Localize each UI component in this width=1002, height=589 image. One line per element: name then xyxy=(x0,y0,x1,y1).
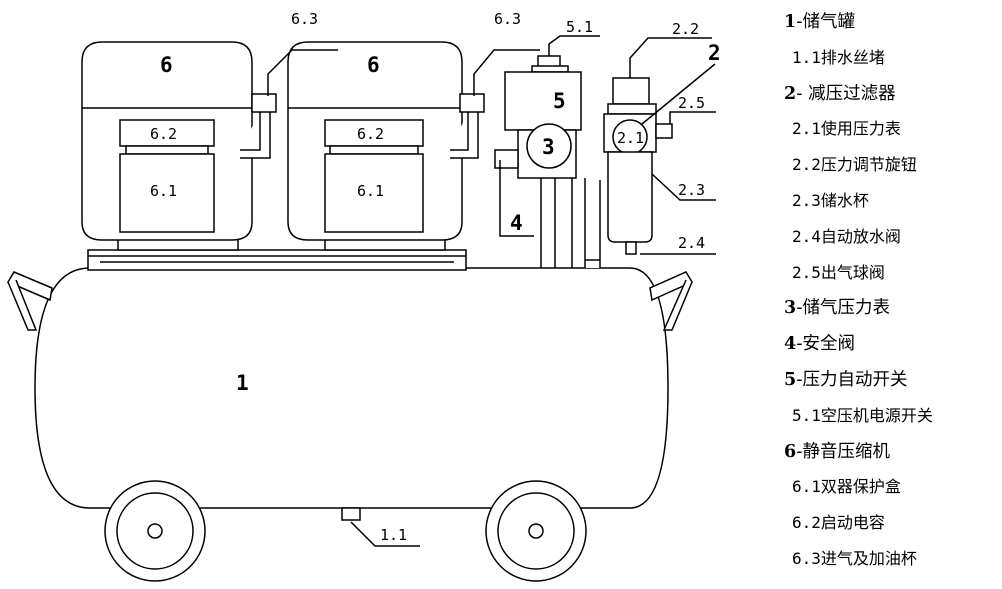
legend-item: 2.4自动放水阀 xyxy=(792,223,901,247)
legend-number: 2.3 xyxy=(792,191,821,210)
legend-item: 6.3进气及加油杯 xyxy=(792,545,917,569)
protector-a-label: 6.1 xyxy=(150,182,177,200)
legend-separator: - xyxy=(796,370,803,390)
legend-text: 压力自动开关 xyxy=(802,370,908,390)
legend-number: 6.1 xyxy=(792,477,821,497)
tank-pressure-gauge xyxy=(526,123,572,169)
legend-number: 6.3 xyxy=(792,549,821,568)
legend-number: 2.1 xyxy=(792,119,821,139)
legend-item: 2.2压力调节旋钮 xyxy=(792,151,917,175)
legend-text: 启动电容 xyxy=(820,513,885,533)
legend-item: 3-储气压力表 xyxy=(784,294,890,319)
legend-text: 使用压力表 xyxy=(820,119,901,139)
legend-text: 储气罐 xyxy=(802,12,856,32)
protector-b-label: 6.1 xyxy=(357,182,384,200)
compressor-b-label: 6 xyxy=(367,53,380,77)
legend-number: 5 xyxy=(784,370,797,390)
compressor-a-oil-cup xyxy=(251,93,277,113)
tank-label: 1 xyxy=(236,371,249,395)
legend-text: 储水杯 xyxy=(820,191,869,210)
water-cup xyxy=(607,151,653,243)
legend-separator: - xyxy=(796,12,803,32)
legend-item: 2.3储水杯 xyxy=(792,187,869,211)
callout-6-3-b: 6.3 xyxy=(494,10,521,28)
legend-separator: - xyxy=(796,441,803,462)
right-handle-bar xyxy=(662,279,693,331)
callout-2-5: 2.5 xyxy=(678,94,705,112)
legend-text: 压力调节旋钮 xyxy=(820,155,917,175)
legend-text: 自动放水阀 xyxy=(820,226,901,246)
legend-item: 2- 减压过滤器 xyxy=(784,80,896,105)
outlet-ball-valve xyxy=(655,123,673,139)
legend-item: 4-安全阀 xyxy=(784,330,855,355)
legend-number: 2.4 xyxy=(792,226,821,246)
tank-body xyxy=(34,267,669,509)
legend-item: 1.1排水丝堵 xyxy=(792,44,885,68)
legend-separator: - xyxy=(796,334,803,355)
pressure-switch-label: 5 xyxy=(553,89,566,113)
legend-text: 减压过滤器 xyxy=(808,83,896,104)
legend-number: 1.1 xyxy=(792,47,821,67)
capacitor-b-label: 6.2 xyxy=(357,125,384,143)
tank-gauge-label: 3 xyxy=(542,135,555,159)
pressure-switch-box xyxy=(504,71,582,131)
compressor-b-capacitor xyxy=(324,119,424,147)
left-handle xyxy=(6,271,53,302)
regulator-knob xyxy=(612,77,650,105)
legend-text: 出气球阀 xyxy=(820,262,885,282)
compressor-a-capacitor xyxy=(119,119,215,147)
compressor-a-protector xyxy=(119,153,215,233)
legend-number: 6.2 xyxy=(792,513,821,533)
safety-valve-body xyxy=(494,149,519,169)
legend-number: 2.2 xyxy=(792,155,821,175)
legend-text: 空压机电源开关 xyxy=(820,405,933,425)
legend-number: 1 xyxy=(784,12,797,32)
legend-item: 6-静音压缩机 xyxy=(784,438,890,463)
callout-2-2: 2.2 xyxy=(672,20,699,38)
auto-drain xyxy=(625,241,637,255)
pipes xyxy=(540,178,601,268)
legend-number: 2 xyxy=(784,83,797,104)
callout-1-1: 1.1 xyxy=(380,526,407,544)
right-handle xyxy=(649,271,694,302)
legend-item: 2.5出气球阀 xyxy=(792,259,885,283)
legend-item: 5-压力自动开关 xyxy=(784,366,908,391)
legend-number: 5.1 xyxy=(792,405,821,425)
callout-6-3-a: 6.3 xyxy=(291,10,318,28)
callout-2-4: 2.4 xyxy=(678,234,705,252)
compressor-a-label: 6 xyxy=(160,53,173,77)
legend-separator: - xyxy=(796,83,809,104)
legend-item: 2.1使用压力表 xyxy=(792,115,901,139)
legend-item: 1-储气罐 xyxy=(784,8,855,33)
legend-text: 静音压缩机 xyxy=(802,441,891,462)
safety-valve-label: 4 xyxy=(510,211,523,235)
working-gauge-label: 2.1 xyxy=(617,129,644,147)
legend-text: 进气及加油杯 xyxy=(820,549,917,568)
legend-number: 3 xyxy=(784,298,797,319)
legend-number: 4 xyxy=(784,334,797,355)
legend-number: 6 xyxy=(784,441,797,462)
compressor-b-protector xyxy=(324,153,424,233)
callout-5-1: 5.1 xyxy=(566,18,593,36)
legend-text: 储气压力表 xyxy=(802,298,891,319)
legend-text: 安全阀 xyxy=(802,334,856,355)
legend-item: 5.1空压机电源开关 xyxy=(792,402,933,426)
callout-2: 2 xyxy=(708,41,721,65)
callout-2-3: 2.3 xyxy=(678,181,705,199)
legend-number: 2.5 xyxy=(792,262,821,282)
left-handle-bar xyxy=(7,279,38,331)
legend-item: 6.1双器保护盒 xyxy=(792,473,901,497)
drain-plug xyxy=(341,507,361,521)
compressor-b-oil-cup xyxy=(459,93,485,113)
legend-text: 排水丝堵 xyxy=(820,47,885,67)
legend-text: 双器保护盒 xyxy=(820,477,901,497)
capacitor-a-label: 6.2 xyxy=(150,125,177,143)
legend-separator: - xyxy=(796,298,803,319)
legend-item: 6.2启动电容 xyxy=(792,509,885,533)
mount-plate xyxy=(87,249,467,271)
